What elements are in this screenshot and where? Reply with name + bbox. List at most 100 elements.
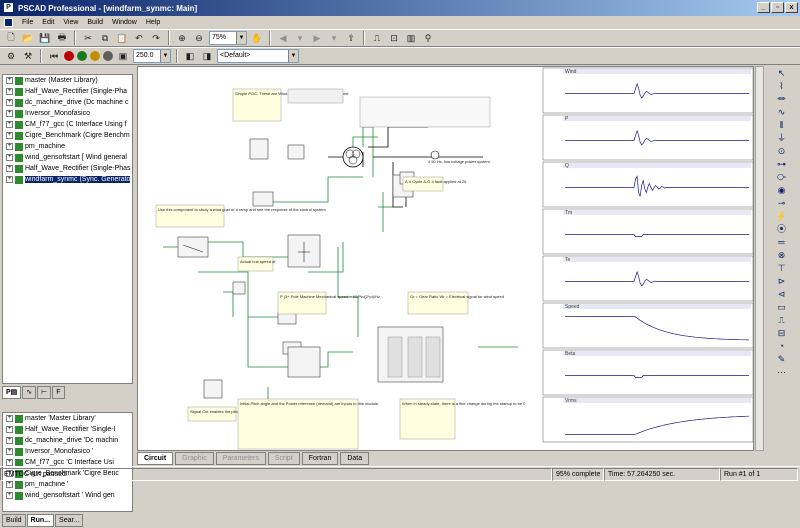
expand-icon[interactable]: + <box>6 415 13 422</box>
expand-icon[interactable]: + <box>6 88 13 95</box>
control-icon[interactable]: ⎍ <box>778 315 785 325</box>
output-icon[interactable]: ⊳ <box>777 276 786 286</box>
back-dropdown-icon[interactable]: ▾ <box>297 32 303 43</box>
fault-icon[interactable]: ⚡ <box>775 211 788 221</box>
plot-icon[interactable]: ▭ <box>777 302 786 312</box>
tree-item[interactable]: +CM_f77_gcc (C Interface Using f <box>3 119 132 130</box>
canvas-scrollbar[interactable] <box>755 66 764 451</box>
plot-frame[interactable] <box>542 208 753 255</box>
save-icon[interactable]: 💾 <box>39 32 51 43</box>
expand-icon[interactable]: + <box>6 448 13 455</box>
transformer-icon[interactable]: ⧂ <box>776 172 786 182</box>
new-file-icon[interactable]: 🗋 <box>7 32 15 42</box>
label-icon[interactable]: ⊤ <box>777 263 786 273</box>
zoom-out-icon[interactable]: ⊖ <box>195 32 203 43</box>
expand-icon[interactable]: + <box>6 481 13 488</box>
tab-search[interactable]: Sear... <box>55 514 84 527</box>
pscad-app-icon[interactable]: P <box>3 2 14 13</box>
slider-icon[interactable]: ⊟ <box>777 328 786 338</box>
forward-dropdown-icon[interactable]: ▾ <box>331 32 337 43</box>
layer-right-icon[interactable]: ◨ <box>202 50 212 61</box>
schematic-svg[interactable]: Simple PGC. These are Wind turbine Gover… <box>138 67 754 451</box>
expand-icon[interactable]: + <box>6 77 13 84</box>
capacitor-icon[interactable]: ⫴ <box>779 120 784 130</box>
back-icon[interactable]: ◀ <box>279 32 287 43</box>
expand-icon[interactable]: + <box>6 470 13 477</box>
expand-icon[interactable]: + <box>6 165 13 172</box>
wire-mode-icon[interactable]: ⎍ <box>373 32 381 43</box>
plot-frame[interactable] <box>542 255 753 302</box>
layer-left-icon[interactable]: ◧ <box>185 50 195 61</box>
step-icon[interactable] <box>103 51 113 61</box>
tab-signals-icon[interactable]: ∿ <box>22 386 37 399</box>
dial-icon[interactable]: ◔ <box>778 341 785 351</box>
tree-item[interactable]: +Half_Wave_Rectifier (Single-Phas <box>3 163 132 174</box>
graph-icon[interactable]: ▥ <box>406 32 416 43</box>
minimize-button[interactable]: _ <box>757 2 770 13</box>
stop-icon[interactable] <box>64 51 74 61</box>
plot-frame[interactable] <box>542 114 753 161</box>
tree-item[interactable]: +Inversor_Monofasico ' <box>3 446 132 457</box>
undo-icon[interactable]: ↶ <box>135 32 143 43</box>
menu-file[interactable]: File <box>22 19 34 26</box>
tab-script[interactable]: Script <box>267 452 300 465</box>
cut-icon[interactable]: ✂ <box>84 32 92 43</box>
plot-step-select[interactable]: 250.0 ▼ <box>133 49 171 63</box>
tab-files-icon[interactable]: F <box>52 386 65 399</box>
expand-icon[interactable]: + <box>6 121 13 128</box>
tree-item[interactable]: +Half_Wave_Rectifier (Single-Pha <box>3 86 132 97</box>
restore-button[interactable]: ▫ <box>771 2 784 13</box>
open-folder-icon[interactable]: 📂 <box>22 32 34 43</box>
expand-icon[interactable]: + <box>6 154 13 161</box>
expand-icon[interactable]: + <box>6 437 13 444</box>
tree-item[interactable]: +CM_f77_gcc 'C Interface Usi <box>3 457 132 468</box>
tab-projects-icon[interactable]: P▤ <box>2 386 22 399</box>
snapshot-icon[interactable]: ▣ <box>118 50 128 61</box>
expand-icon[interactable]: + <box>6 110 13 117</box>
circuit-canvas[interactable]: Simple PGC. These are Wind turbine Gover… <box>137 66 754 451</box>
menu-window[interactable]: Window <box>111 19 137 26</box>
wire-icon[interactable]: ⌇ <box>779 81 784 91</box>
annotation-icon[interactable]: ✎ <box>777 354 786 364</box>
tab-circuit[interactable]: Circuit <box>137 452 174 465</box>
run-icon[interactable] <box>77 51 87 61</box>
tab-data[interactable]: Data <box>340 452 370 465</box>
tree-item[interactable]: +dc_machine_drive (Dc machine c <box>3 97 132 108</box>
tab-fortran[interactable]: Fortran <box>301 452 339 465</box>
bus-icon[interactable]: ═ <box>778 237 785 247</box>
expand-icon[interactable]: + <box>6 143 13 150</box>
paste-icon[interactable]: 📋 <box>116 32 128 43</box>
expand-icon[interactable]: + <box>6 426 13 433</box>
tree-item[interactable]: +windfarm_synmc (Sync. Generato <box>3 174 132 185</box>
tab-graphic[interactable]: Graphic <box>175 452 214 465</box>
source-icon[interactable]: ⊙ <box>777 146 786 156</box>
binoculars-icon[interactable]: ⚲ <box>424 32 432 43</box>
expand-icon[interactable]: + <box>6 99 13 106</box>
plot-frame[interactable] <box>542 302 753 349</box>
tree-item[interactable]: +pm_machine <box>3 141 132 152</box>
properties-icon[interactable]: ⊡ <box>390 32 398 43</box>
tree-item[interactable]: +wind_gensoftstart [ Wind general <box>3 152 132 163</box>
tree-item[interactable]: +master (Master Library) <box>3 75 132 86</box>
layer-select[interactable]: <Default> ▼ <box>217 49 299 63</box>
tree-item[interactable]: +dc_machine_drive 'Dc machin <box>3 435 132 446</box>
rewind-icon[interactable]: ⏮ <box>49 50 59 61</box>
document-icon[interactable] <box>4 18 13 27</box>
close-button[interactable]: x <box>785 2 798 13</box>
expand-icon[interactable]: + <box>6 132 13 139</box>
menu-help[interactable]: Help <box>145 19 161 26</box>
tree-item[interactable]: +Cigre_Benchmark 'Cigre Benc <box>3 468 132 479</box>
pause-icon[interactable] <box>90 51 100 61</box>
pointer-icon[interactable]: ↖ <box>777 68 786 78</box>
forward-icon[interactable]: ▶ <box>313 32 321 43</box>
resistor-icon[interactable]: ⏛ <box>776 94 786 104</box>
switch-icon[interactable]: ⊸ <box>777 198 786 208</box>
tab-build[interactable]: Build <box>2 514 26 527</box>
plot-frame[interactable] <box>542 67 753 114</box>
xnode-icon[interactable]: ⊗ <box>777 250 786 260</box>
tree-item[interactable]: +wind_gensoftstart ' Wind gen <box>3 490 132 501</box>
components[interactable] <box>177 138 444 399</box>
build-icon[interactable]: ⚙ <box>6 50 16 61</box>
more-icon[interactable]: ⋯ <box>777 367 786 377</box>
